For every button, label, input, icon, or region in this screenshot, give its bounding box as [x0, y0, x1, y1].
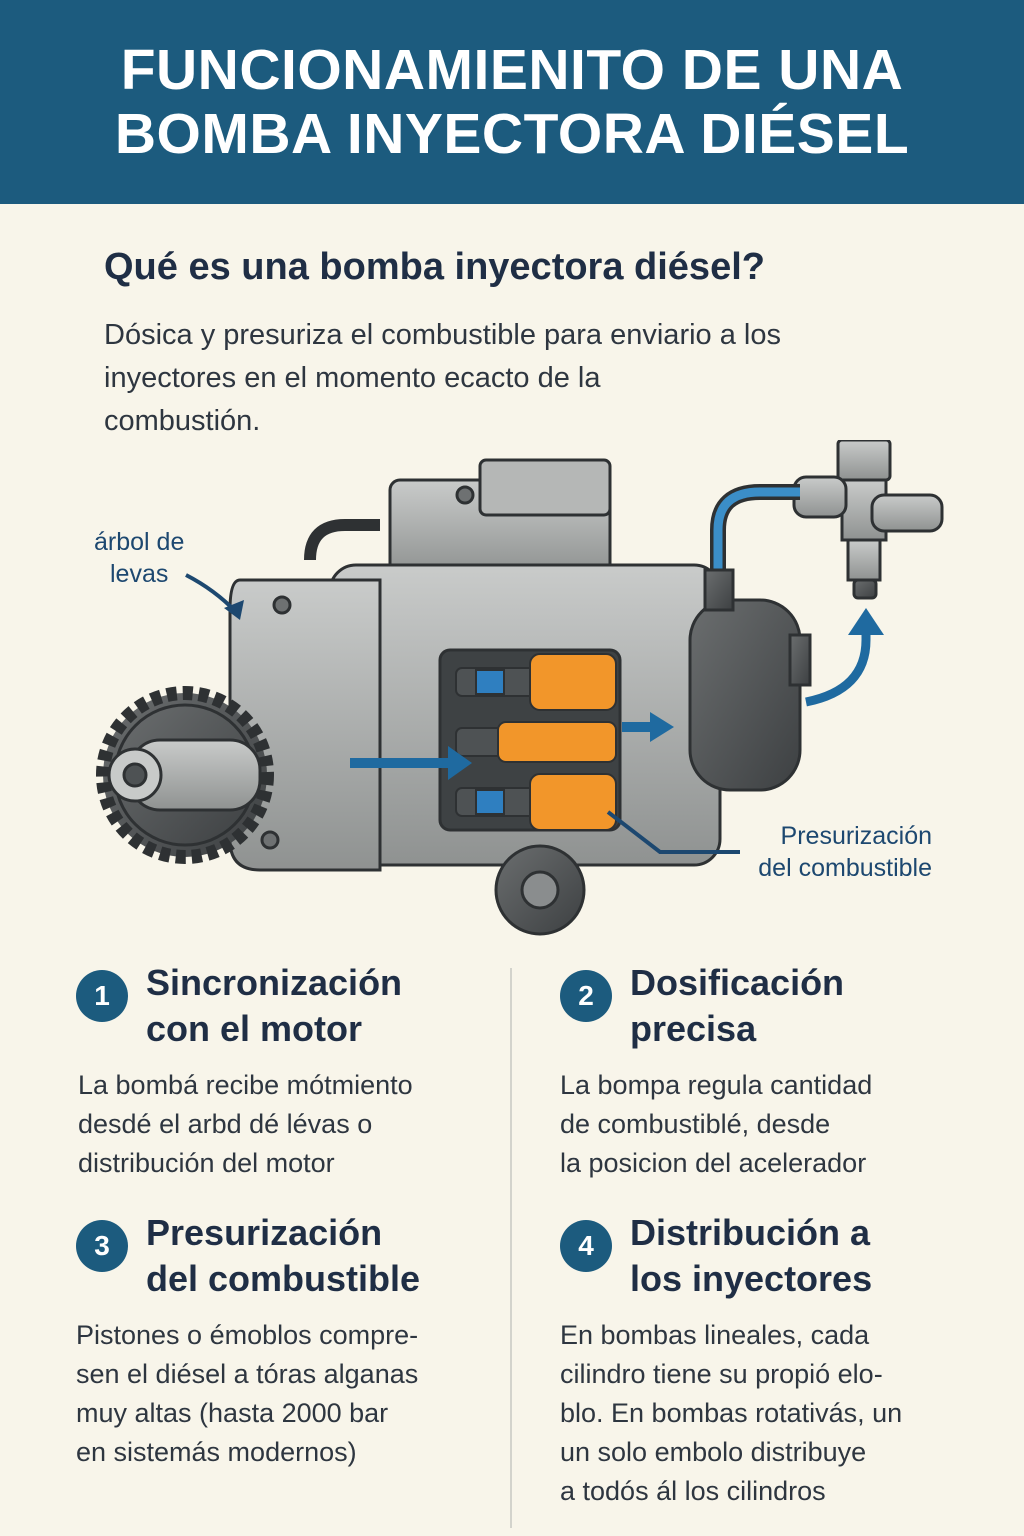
pump-body — [228, 458, 812, 936]
step-4-line-1: En bombas lineales, cada — [560, 1320, 870, 1350]
pressurization-callout-line — [606, 810, 740, 854]
step-3: 3 Presurización del combustible Pistones… — [76, 1210, 506, 1472]
camshaft-gear — [96, 686, 274, 864]
title-line-2: BOMBA INYECTORA DIÉSEL — [114, 102, 910, 166]
step-4-number-badge: 4 — [560, 1220, 612, 1272]
intro-text: Dósica y presuriza el combustible para e… — [104, 314, 924, 443]
step-1-title: Sincronización con el motor — [146, 960, 506, 1052]
intro-line-3: combustión. — [104, 405, 261, 437]
step-2-description: La bompa regula cantidad de combustiblé,… — [560, 1066, 990, 1183]
step-4-title-line-1: Distribución a — [630, 1212, 871, 1253]
step-3-line-3: muy altas (hasta 2000 bar — [76, 1398, 389, 1428]
step-3-line-4: en sistemás modernos) — [76, 1437, 357, 1467]
camshaft-label: árbol de levas — [94, 526, 184, 590]
intro-heading: Qué es una bomba inyectora diésel? — [104, 246, 765, 288]
intro-line-2: inyectores en el momento ecacto de la — [104, 362, 601, 394]
title-banner: FUNCIONAMIENITO DE UNA BOMBA INYECTORA D… — [0, 0, 1024, 204]
step-3-title-line-2: del combustible — [146, 1258, 421, 1299]
step-2-title-line-1: Dosificación — [630, 962, 845, 1003]
title-line-1: FUNCIONAMIENITO DE UNA — [120, 38, 904, 102]
step-4: 4 Distribución a los inyectores En bomba… — [560, 1210, 990, 1511]
step-4-title-line-2: los inyectores — [630, 1258, 873, 1299]
injector — [792, 440, 944, 600]
step-2-line-2: de combustiblé, desde — [560, 1109, 831, 1139]
step-4-description: En bombas lineales, cada cilindro tiene … — [560, 1316, 990, 1511]
column-divider — [510, 968, 512, 1528]
pressurization-label-line-1: Presurización — [780, 822, 932, 850]
intro-line-1: Dósica y presuriza el combustible para e… — [104, 319, 781, 351]
step-2-line-3: la posicion del acelerador — [560, 1148, 867, 1178]
step-4-line-5: a todós ál los cilindros — [560, 1476, 826, 1506]
camshaft-label-line-1: árbol de — [94, 528, 185, 556]
pressurization-label: Presurización del combustible — [722, 820, 932, 884]
step-1-description: La bombá recibe mótmiento desdé el arbd … — [78, 1066, 506, 1183]
step-3-line-2: sen el diésel a tóras alganas — [76, 1359, 419, 1389]
step-3-line-1: Pistones o émoblos compre- — [76, 1320, 419, 1350]
step-4-title: Distribución a los inyectores — [630, 1210, 990, 1302]
step-1-line-2: desdé el arbd dé lévas o — [78, 1109, 373, 1139]
step-2-number-badge: 2 — [560, 970, 612, 1022]
step-2-line-1: La bompa regula cantidad — [560, 1070, 873, 1100]
step-4-line-3: blo. En bombas rotativás, un — [560, 1398, 903, 1428]
step-3-description: Pistones o émoblos compre- sen el diésel… — [76, 1316, 506, 1472]
pump-illustration — [96, 440, 944, 936]
step-2-title-line-2: precisa — [630, 1008, 757, 1049]
step-1: 1 Sincronización con el motor La bombá r… — [76, 960, 506, 1183]
output-arrow — [805, 630, 871, 707]
step-3-title-line-1: Presurización — [146, 1212, 383, 1253]
step-2: 2 Dosificación precisa La bompa regula c… — [560, 960, 990, 1183]
flow-arrows — [350, 712, 674, 780]
step-1-line-1: La bombá recibe mótmiento — [78, 1070, 413, 1100]
step-3-title: Presurización del combustible — [146, 1210, 506, 1302]
step-1-title-line-2: con el motor — [146, 1008, 363, 1049]
page-title: FUNCIONAMIENITO DE UNA BOMBA INYECTORA D… — [22, 38, 1002, 166]
step-3-number-badge: 3 — [76, 1220, 128, 1272]
pressurization-label-line-2: del combustible — [758, 854, 932, 882]
step-4-line-2: cilindro tiene su propió elo- — [560, 1359, 883, 1389]
step-1-line-3: distribución del motor — [78, 1148, 335, 1178]
plungers — [455, 653, 617, 831]
step-4-line-4: un solo embolo distribuye — [560, 1437, 867, 1467]
step-2-title: Dosificación precisa — [630, 960, 990, 1052]
step-1-title-line-1: Sincronización — [146, 962, 403, 1003]
camshaft-label-line-2: levas — [109, 560, 169, 588]
step-1-number-badge: 1 — [76, 970, 128, 1022]
